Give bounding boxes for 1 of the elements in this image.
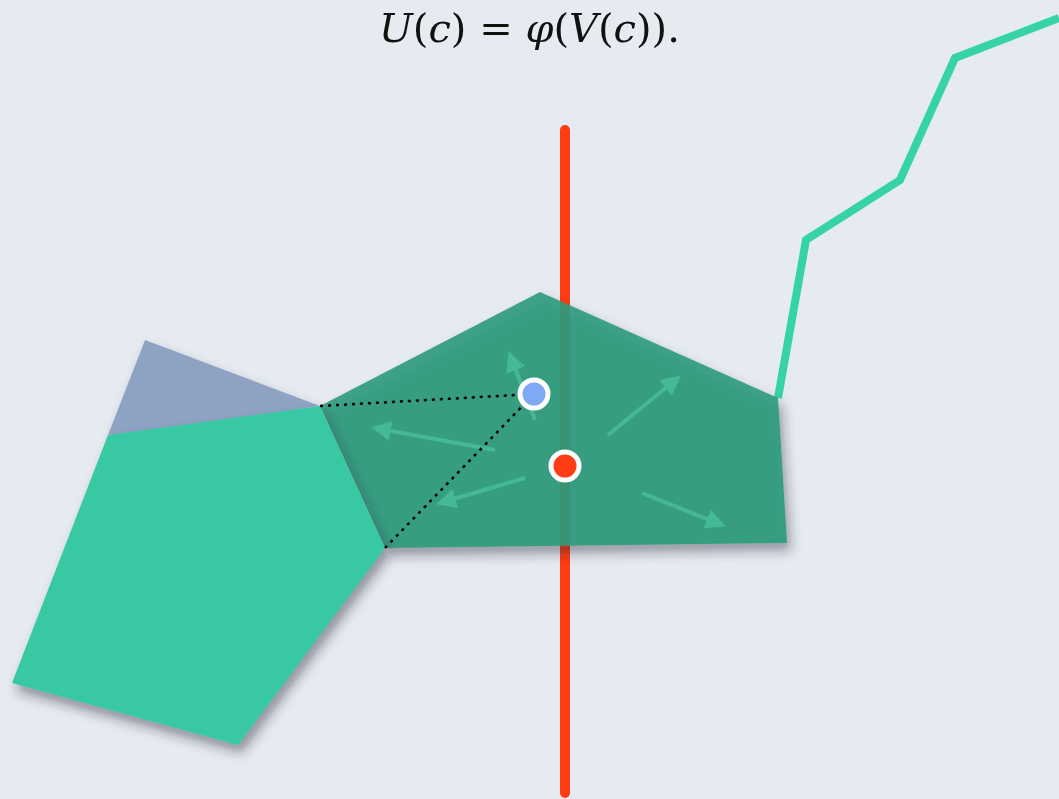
equation: U(c) = φ(V(c)). (379, 4, 680, 53)
